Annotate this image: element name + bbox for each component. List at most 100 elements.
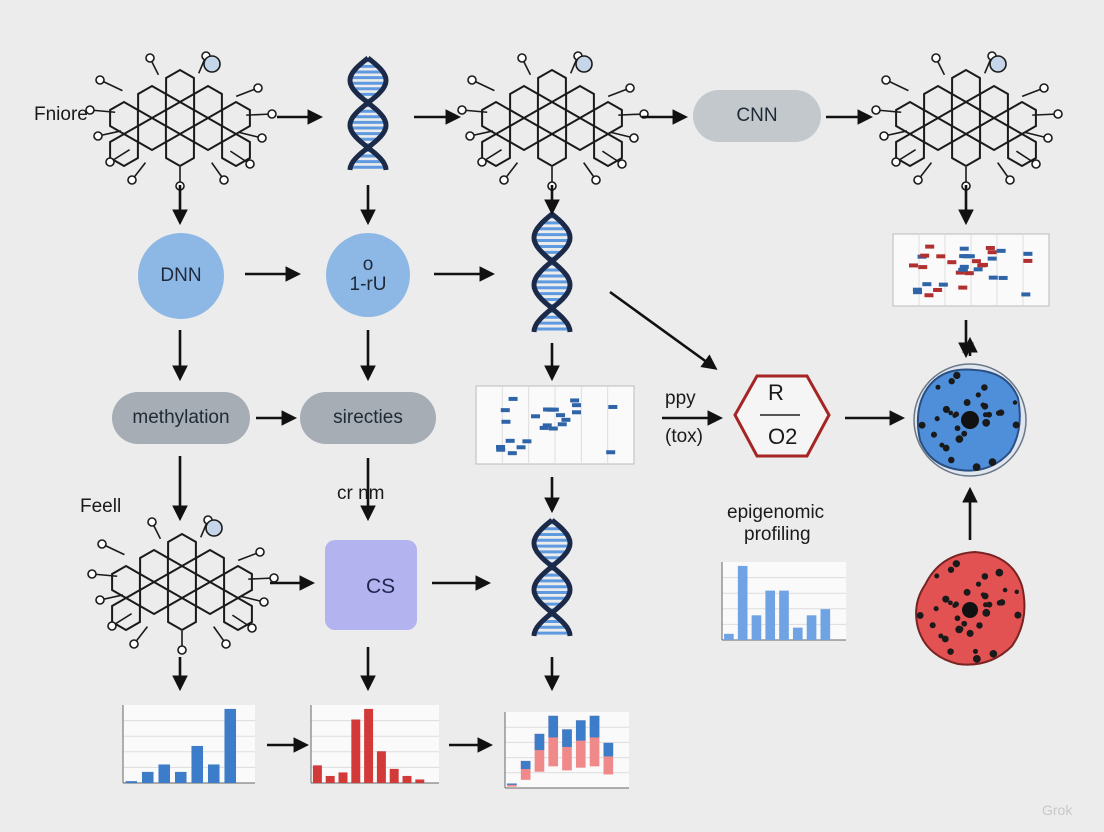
dnn-node: DNN xyxy=(138,233,224,319)
scatter-point xyxy=(964,271,974,276)
bar xyxy=(589,715,600,767)
bar xyxy=(724,633,734,640)
scatter-point xyxy=(1021,292,1031,297)
cell-icon xyxy=(915,550,1026,666)
scatter-chart xyxy=(892,233,1050,307)
scatter-point xyxy=(985,245,995,250)
watermark-logo: Grok xyxy=(1042,802,1073,818)
scatter-point xyxy=(608,404,618,409)
bar xyxy=(765,590,776,640)
scatter-point xyxy=(996,248,1006,253)
cell-icon xyxy=(913,363,1027,477)
model-node-bottom: 1-rU xyxy=(349,274,387,295)
scatter-point xyxy=(501,419,511,424)
bar xyxy=(191,745,204,783)
dna-helix-icon xyxy=(531,518,573,637)
bar xyxy=(520,760,531,770)
bar xyxy=(520,760,531,780)
bar xyxy=(820,609,831,640)
cs-node-label: CS xyxy=(366,575,396,598)
bar-chart xyxy=(122,705,255,784)
arrow-icon xyxy=(609,290,718,370)
bar xyxy=(562,729,572,771)
scatter-point xyxy=(557,422,567,427)
scatter-point xyxy=(1023,251,1033,256)
bar xyxy=(751,615,762,640)
cnn-node-label: CNN xyxy=(736,105,778,126)
bar-chart xyxy=(310,705,439,784)
label-tox: (tox) xyxy=(665,426,703,447)
bar xyxy=(792,627,803,640)
scatter-point xyxy=(936,254,946,259)
scatter-point xyxy=(561,417,571,422)
scatter-point xyxy=(933,287,943,292)
bar xyxy=(534,733,545,751)
scatter-point xyxy=(987,256,997,261)
scatter-point xyxy=(570,398,580,403)
scatter-point xyxy=(546,407,556,412)
bar-chart xyxy=(721,562,846,641)
bar xyxy=(325,775,335,783)
scatter-point xyxy=(998,275,1008,280)
scatter-point xyxy=(507,451,517,456)
methylation-node-label: methylation xyxy=(132,407,230,428)
bar xyxy=(507,783,517,787)
bar xyxy=(589,715,600,738)
scatter-point xyxy=(909,263,919,268)
scatter-point xyxy=(505,438,515,443)
label-cr-nm: cr nm xyxy=(337,483,385,504)
scatter-point xyxy=(556,413,566,418)
bar xyxy=(174,771,187,783)
bar xyxy=(389,768,399,783)
scatter-point xyxy=(516,445,526,450)
scatter-point xyxy=(496,447,506,452)
scatter-chart xyxy=(475,385,635,465)
bar xyxy=(603,742,614,775)
bar xyxy=(575,720,586,741)
molecule-icon xyxy=(87,515,279,655)
cs-node xyxy=(325,540,417,630)
label-ppy: ppy xyxy=(665,388,696,409)
dna-helix-icon xyxy=(531,212,573,333)
scatter-point xyxy=(496,444,506,449)
scatter-point xyxy=(531,414,541,419)
sirecties-node-label: sirecties xyxy=(333,407,403,428)
scatter-point xyxy=(606,450,616,455)
scatter-point xyxy=(548,426,558,431)
methylation-node: methylation xyxy=(112,392,250,444)
scatter-point xyxy=(1023,258,1033,263)
dnn-node-label: DNN xyxy=(160,265,202,286)
scatter-point xyxy=(958,267,968,272)
bar xyxy=(534,733,545,772)
bar xyxy=(603,742,614,757)
scatter-point xyxy=(938,282,948,287)
scatter-point xyxy=(987,250,997,255)
bar xyxy=(507,783,517,785)
bar xyxy=(415,779,425,783)
scatter-point xyxy=(988,275,998,280)
label-epigenomic: epigenomic xyxy=(727,502,825,523)
scatter-point xyxy=(959,264,969,269)
label-feell: Feell xyxy=(80,496,122,517)
label-fniore: Fniore xyxy=(34,104,88,125)
scatter-point xyxy=(971,259,981,264)
scatter-point xyxy=(912,287,922,292)
cnn-node: CNN xyxy=(693,90,821,142)
scatter-point xyxy=(924,293,934,298)
scatter-point xyxy=(959,246,969,251)
scatter-point xyxy=(500,408,510,413)
bar xyxy=(224,708,237,783)
scatter-point xyxy=(572,403,582,408)
bar-chart xyxy=(504,712,629,789)
scatter-point xyxy=(955,270,965,275)
bar xyxy=(312,765,322,783)
bar xyxy=(376,751,386,783)
scatter-point xyxy=(958,285,968,290)
sirecties-node: sirecties xyxy=(300,392,436,444)
bar xyxy=(141,771,154,783)
scatter-point xyxy=(973,267,983,272)
bar xyxy=(364,708,374,783)
molecule-icon xyxy=(457,51,649,191)
